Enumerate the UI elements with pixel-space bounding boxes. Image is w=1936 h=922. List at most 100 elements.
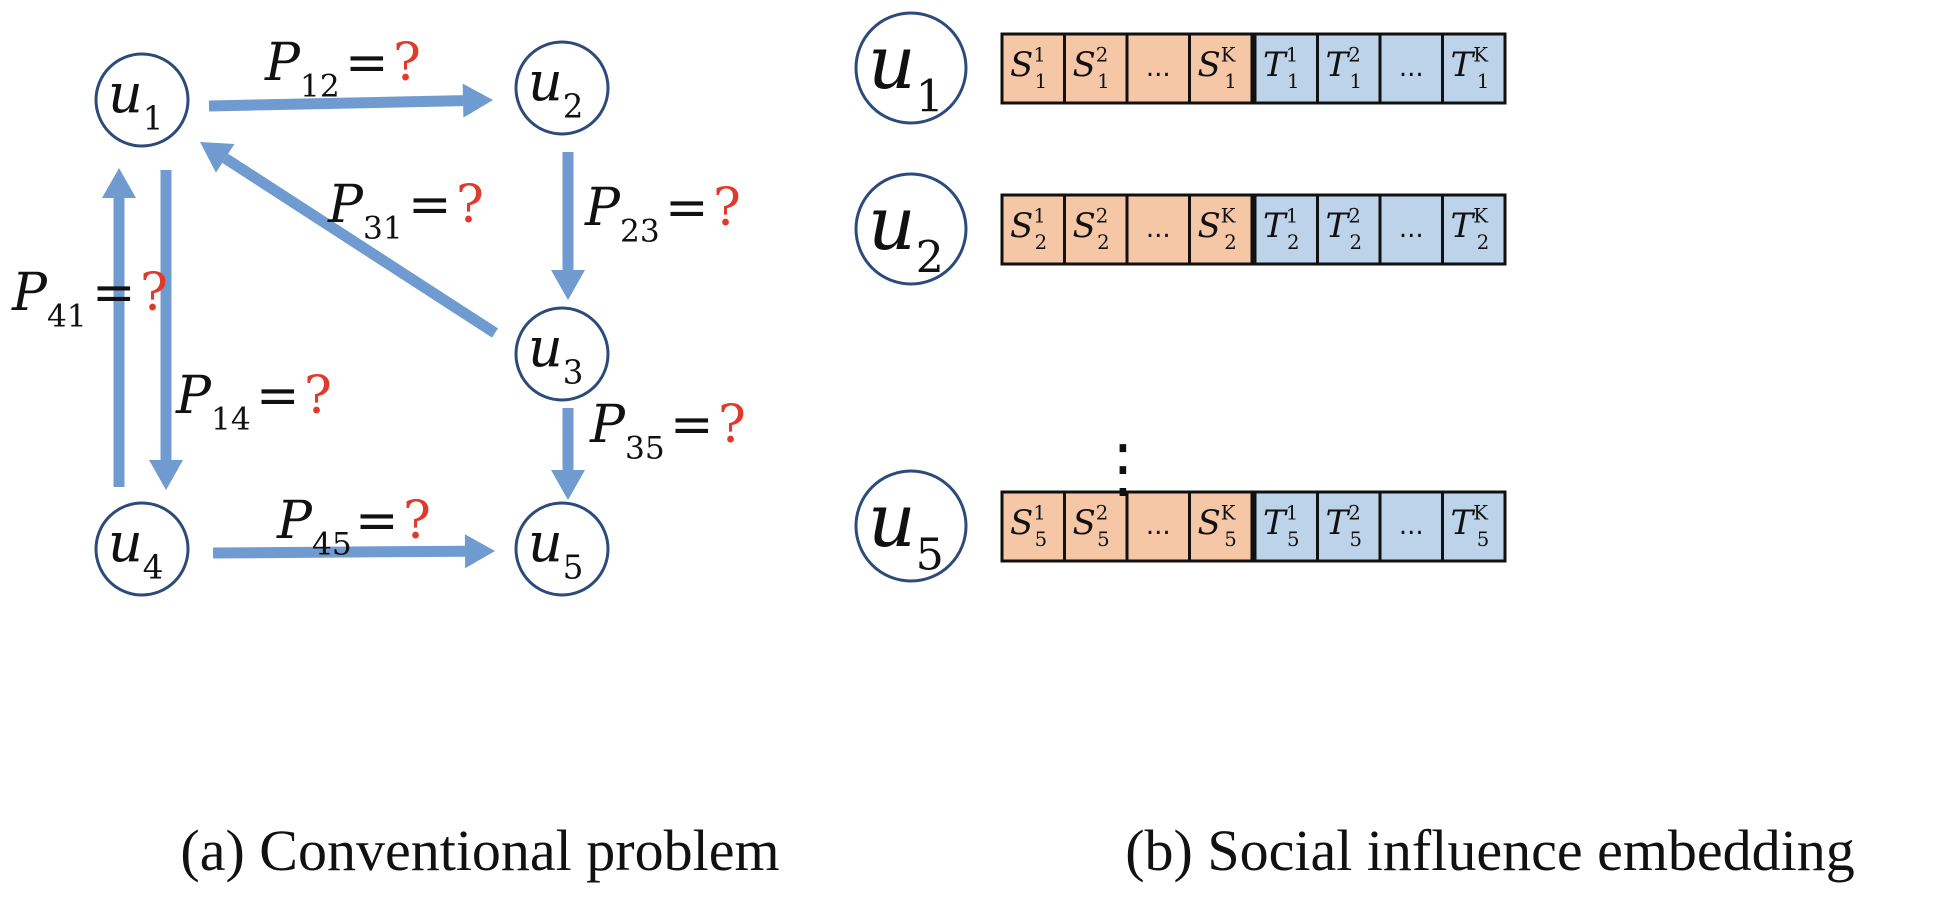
edge-labels-layer: P12=?P23=?P31=?P41=?P14=?P35=?P45=? <box>11 33 746 563</box>
cell-ellipsis: ... <box>1399 53 1424 83</box>
node-label-u3: u3 <box>528 316 583 391</box>
edge-label-eq-12: = <box>345 33 389 93</box>
row-node-u2 <box>854 172 968 286</box>
cell-s-1-2 <box>1063 32 1129 105</box>
edge-label-q-14: ? <box>304 366 332 426</box>
arrowhead-u4-u1 <box>102 168 136 198</box>
vertical-ellipsis: ⋮ <box>1091 432 1155 506</box>
edge-u4-u5 <box>212 545 466 559</box>
arrowhead-u1-u2 <box>462 83 493 118</box>
cell-t-2-1 <box>1253 193 1319 266</box>
node-label-u1: u1 <box>108 62 163 137</box>
edge-label-q-41: ? <box>140 263 168 323</box>
cell-s-1-1 <box>1000 32 1066 105</box>
edge-label-eq-35: = <box>670 395 714 455</box>
row-node-label-u2: u2 <box>868 181 944 284</box>
edge-label-eq-41: = <box>92 263 136 323</box>
node-label-u5: u5 <box>528 511 583 586</box>
edge-label-eq-23: = <box>665 178 709 238</box>
edge-label-q-45: ? <box>403 491 431 551</box>
row-node-label-u5: u5 <box>868 478 944 581</box>
cell-s-5-1 <box>1000 490 1066 563</box>
edges-layer <box>102 83 585 569</box>
cell-t-1-1 <box>1253 32 1319 105</box>
caption-a: (a) Conventional problem <box>180 818 779 883</box>
cell-s-5-4 <box>1188 490 1254 563</box>
node-u5 <box>514 501 610 597</box>
edge-label-q-12: ? <box>393 33 421 93</box>
edge-u1-u2 <box>208 95 464 112</box>
caption-b: (b) Social influence embedding <box>1125 818 1855 883</box>
cell-s-2-3 <box>1125 193 1191 266</box>
cell-t-2-2 <box>1316 193 1382 266</box>
edge-label-p45: P45 <box>276 491 352 563</box>
node-u1 <box>94 52 190 148</box>
edge-label-p12: P12 <box>264 33 340 105</box>
row-node-u5 <box>854 469 968 583</box>
cell-s-5-3 <box>1125 490 1191 563</box>
cell-s-2-4 <box>1188 193 1254 266</box>
cell-t-5-2 <box>1316 490 1382 563</box>
cell-ellipsis: ... <box>1146 511 1171 541</box>
cell-ellipsis: ... <box>1399 214 1424 244</box>
edge-label-p14: P14 <box>175 366 251 438</box>
row-node-label-u1: u1 <box>868 20 944 123</box>
cell-ellipsis: ... <box>1146 214 1171 244</box>
edge-label-q-35: ? <box>718 395 746 455</box>
edge-label-p41: P41 <box>11 263 87 335</box>
arrowhead-u3-u1 <box>200 142 235 173</box>
node-u3 <box>514 306 610 402</box>
edge-u3-u1 <box>222 153 498 338</box>
node-u2 <box>514 40 610 136</box>
node-u4 <box>94 501 190 597</box>
cell-t-1-3 <box>1378 32 1444 105</box>
edge-label-eq-45: = <box>355 491 399 551</box>
edge-label-p35: P35 <box>589 395 665 467</box>
edge-label-p23: P23 <box>584 178 660 250</box>
row-node-u1 <box>854 11 968 125</box>
edge-label-eq-31: = <box>408 175 452 235</box>
edge-label-q-31: ? <box>456 175 484 235</box>
node-label-u4: u4 <box>108 511 163 586</box>
cell-t-5-3 <box>1378 490 1444 563</box>
arrowhead-u1-u4 <box>149 460 183 490</box>
cell-t-1-4 <box>1441 32 1507 105</box>
edge-label-eq-14: = <box>256 366 300 426</box>
cell-s-1-4 <box>1188 32 1254 105</box>
cell-t-2-4 <box>1441 193 1507 266</box>
cell-s-2-2 <box>1063 193 1129 266</box>
edge-label-p31: P31 <box>327 175 403 247</box>
cell-ellipsis: ... <box>1146 53 1171 83</box>
arrowhead-u3-u5 <box>551 470 585 500</box>
arrowhead-u4-u5 <box>464 534 495 569</box>
cell-t-2-3 <box>1378 193 1444 266</box>
cell-t-5-4 <box>1441 490 1507 563</box>
edge-label-q-23: ? <box>713 178 741 238</box>
